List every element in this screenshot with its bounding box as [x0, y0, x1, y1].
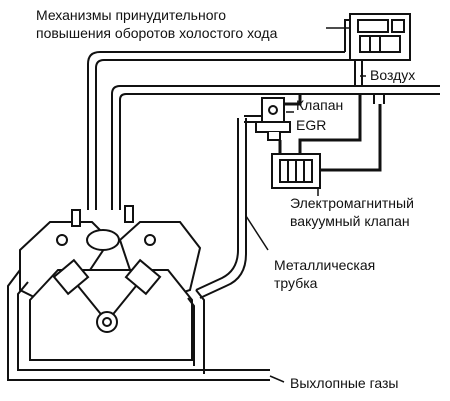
leader-lines [245, 27, 366, 383]
spark-plugs [71, 205, 134, 227]
egr-valve-label-line1: Клапан [296, 97, 343, 113]
intake-pipe [87, 85, 345, 210]
idle-up-label-line1: Механизмы принудительного [36, 7, 226, 23]
metal-tube [195, 118, 247, 299]
idle-up-label-line2: повышения оборотов холостого хода [36, 25, 278, 41]
solenoid-label-line1: Электромагнитный [290, 195, 414, 211]
solenoid-label-line2: вакуумный клапан [290, 213, 410, 229]
air-label: Воздух [370, 67, 415, 83]
metal-tube-label-line1: Металлическая [274, 257, 375, 273]
metal-tube-label-line2: трубка [274, 275, 318, 291]
engine-block [19, 221, 202, 361]
idle-speed-up-mechanism [349, 13, 411, 61]
exhaust-pipes [7, 269, 270, 381]
solenoid-vacuum-valve [271, 153, 321, 189]
egr-valve-label-line2: EGR [296, 117, 326, 133]
exhaust-label: Выхлопные газы [290, 375, 398, 391]
egr-valve [244, 97, 291, 141]
